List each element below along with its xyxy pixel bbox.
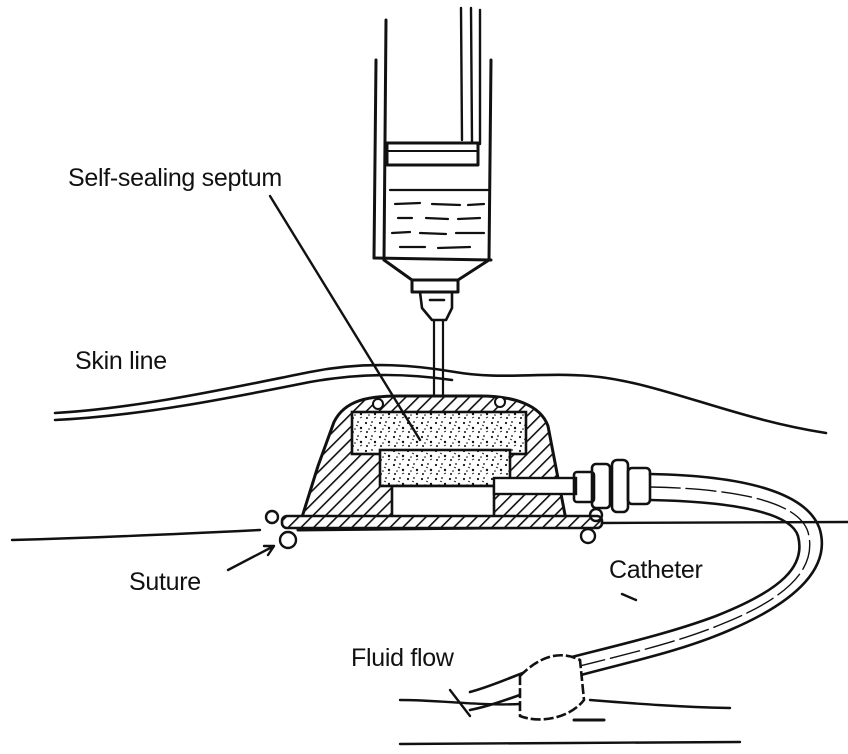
label-catheter: Catheter [609, 558, 703, 583]
syringe-plunger-rod [461, 8, 480, 144]
needle-hub [420, 292, 452, 320]
port-housing [282, 396, 602, 530]
syringe-hub [384, 260, 489, 292]
label-skin-line: Skin line [75, 349, 167, 374]
syringe [374, 8, 491, 320]
catheter-leader [622, 594, 636, 600]
syringe-barrel [374, 20, 491, 260]
label-fluid-flow: Fluid flow [351, 646, 454, 671]
syringe-fluid [390, 190, 488, 248]
suture-leader [228, 546, 274, 570]
label-self-sealing-septum: Self-sealing septum [68, 166, 282, 191]
label-suture: Suture [129, 570, 201, 595]
catheter-connector [574, 460, 650, 512]
vessel-inlet-sleeve [520, 655, 584, 719]
port-base-flange [282, 516, 602, 528]
port-outlet-channel [494, 478, 576, 494]
